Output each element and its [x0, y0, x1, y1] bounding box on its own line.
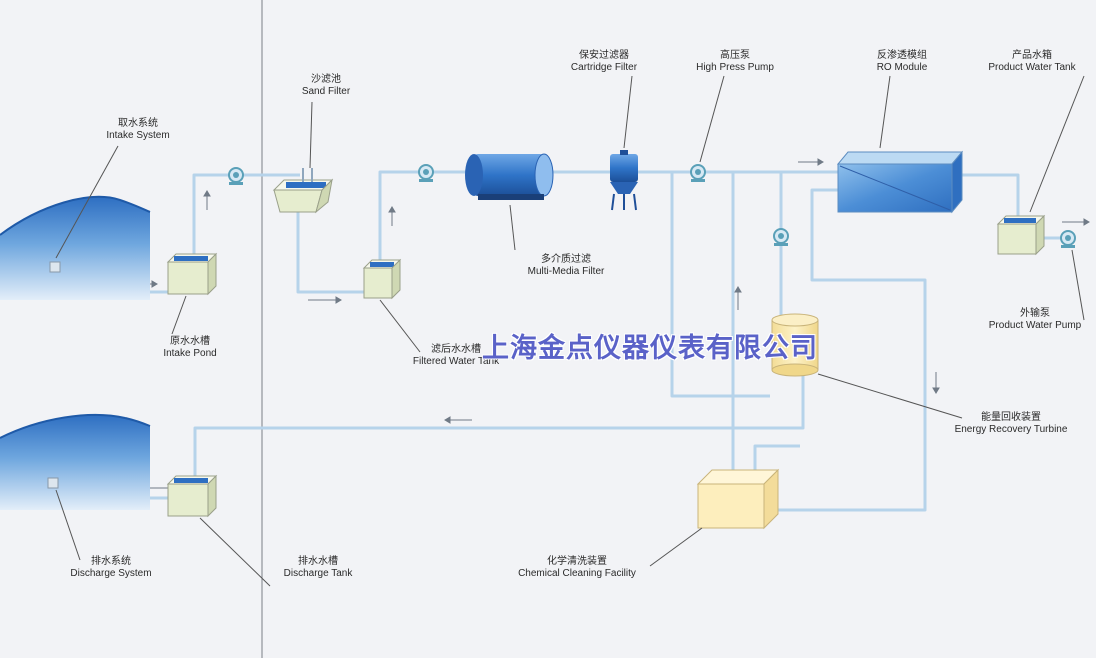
label-energy-recovery-turbine-en: Energy Recovery Turbine [954, 424, 1068, 435]
filtered-water-tank [362, 258, 402, 300]
label-cartridge-filter: 保安过滤器 Cartridge Filter [544, 50, 664, 74]
pipe-filtered-to-main [378, 170, 470, 262]
label-multi-media-filter-en: Multi-Media Filter [527, 266, 605, 277]
discharge-sea [0, 413, 151, 510]
label-discharge-tank: 排水水槽 Discharge Tank [268, 556, 368, 580]
label-product-water-pump-zh: 外输泵 [1020, 308, 1050, 319]
pump-product [1060, 230, 1076, 248]
label-multi-media-filter-zh: 多介质过滤 [541, 254, 591, 265]
cartridge-filter-vessel [610, 150, 638, 211]
label-discharge-system-zh: 排水系统 [91, 556, 131, 567]
label-multi-media-filter: 多介质过滤 Multi-Media Filter [506, 254, 626, 278]
ro-module-block [836, 150, 964, 214]
label-product-water-tank: 产品水箱 Product Water Tank [972, 50, 1092, 74]
label-cartridge-filter-en: Cartridge Filter [570, 62, 638, 73]
pipe-bypass-loop [670, 172, 770, 398]
label-chemical-cleaning-facility: 化学清洗装置 Chemical Cleaning Facility [504, 556, 650, 580]
label-chemical-cleaning-facility-zh: 化学清洗装置 [547, 556, 607, 567]
label-sand-filter: 沙滤池 Sand Filter [286, 74, 366, 98]
label-intake-system-en: Intake System [106, 130, 170, 141]
label-intake-pond: 原水水槽 Intake Pond [140, 336, 240, 360]
pump-high-press [690, 164, 706, 182]
label-ro-module-en: RO Module [876, 62, 928, 73]
label-product-water-tank-zh: 产品水箱 [1012, 50, 1052, 61]
pump-intake [228, 167, 244, 185]
label-sand-filter-zh: 沙滤池 [311, 74, 341, 85]
label-filtered-water-tank-en: Filtered Water Tank [412, 356, 500, 367]
label-discharge-tank-en: Discharge Tank [283, 568, 353, 579]
pipe-sand-to-filtered-tank [296, 210, 366, 294]
label-product-water-tank-en: Product Water Tank [988, 62, 1076, 73]
pipe-ro-brine [775, 188, 927, 512]
leader-lines [55, 75, 1085, 587]
intake-sea [0, 196, 151, 300]
pipe-ert-to-discharge [193, 372, 805, 478]
pipe-ro-to-product [962, 173, 1020, 218]
chemical-cleaning-tank [696, 468, 780, 530]
pump-filtered [418, 164, 434, 182]
label-intake-system-zh: 取水系统 [118, 118, 158, 129]
sand-filter-basin [272, 168, 334, 214]
label-discharge-system: 排水系统 Discharge System [56, 556, 166, 580]
label-energy-recovery-turbine-zh: 能量回收装置 [981, 412, 1041, 423]
energy-recovery-turbine-cylinder [771, 313, 819, 377]
company-watermark: 上海金点仪器仪表有限公司 [482, 333, 818, 364]
label-filtered-water-tank: 滤后水水槽 Filtered Water Tank [396, 344, 516, 368]
discharge-tank-box [166, 474, 218, 518]
intake-head-icon [49, 261, 61, 273]
label-discharge-tank-zh: 排水水槽 [298, 556, 338, 567]
label-high-press-pump-en: High Press Pump [696, 62, 774, 73]
intake-pond-tank [166, 252, 218, 296]
label-ro-module: 反渗透模组 RO Module [852, 50, 952, 74]
pump-booster [773, 228, 789, 246]
label-high-press-pump: 高压泵 High Press Pump [680, 50, 790, 74]
label-product-water-pump-en: Product Water Pump [988, 320, 1082, 331]
label-sand-filter-en: Sand Filter [301, 86, 351, 97]
pipe-pond-to-sand-filter [192, 173, 300, 258]
label-filtered-water-tank-zh: 滤后水水槽 [431, 344, 481, 355]
label-intake-system: 取水系统 Intake System [88, 118, 188, 142]
label-chemical-cleaning-facility-en: Chemical Cleaning Facility [518, 568, 636, 579]
label-intake-pond-en: Intake Pond [163, 348, 217, 359]
discharge-head-icon [47, 477, 59, 489]
label-discharge-system-en: Discharge System [70, 568, 152, 579]
label-cartridge-filter-zh: 保安过滤器 [579, 50, 629, 61]
label-ro-module-zh: 反渗透模组 [877, 50, 927, 61]
multi-media-filter-drum [465, 153, 554, 200]
label-intake-pond-zh: 原水水槽 [170, 336, 210, 347]
label-high-press-pump-zh: 高压泵 [720, 50, 750, 61]
pipe-chemical-return [753, 444, 800, 470]
product-water-tank-box [996, 214, 1046, 256]
label-product-water-pump: 外输泵 Product Water Pump [978, 308, 1092, 332]
label-energy-recovery-turbine: 能量回收装置 Energy Recovery Turbine [944, 412, 1078, 436]
